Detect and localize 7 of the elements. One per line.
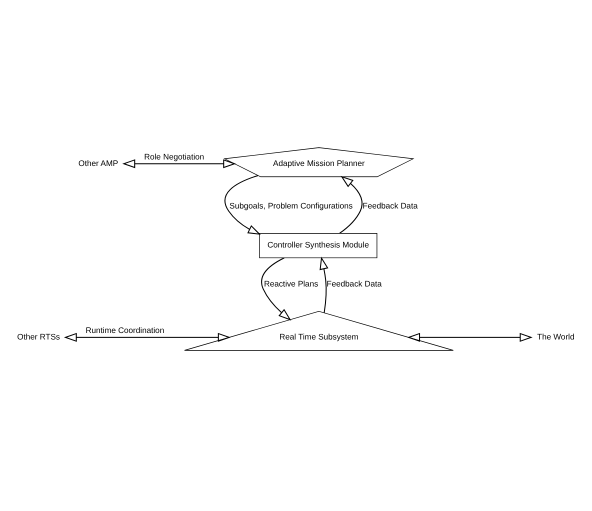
arrow bbox=[320, 256, 328, 313]
arrow bbox=[122, 159, 236, 168]
arrow bbox=[339, 176, 363, 234]
arrow bbox=[407, 332, 533, 342]
arrow bbox=[224, 175, 261, 235]
arrow bbox=[261, 257, 292, 321]
arrow bbox=[64, 332, 231, 342]
